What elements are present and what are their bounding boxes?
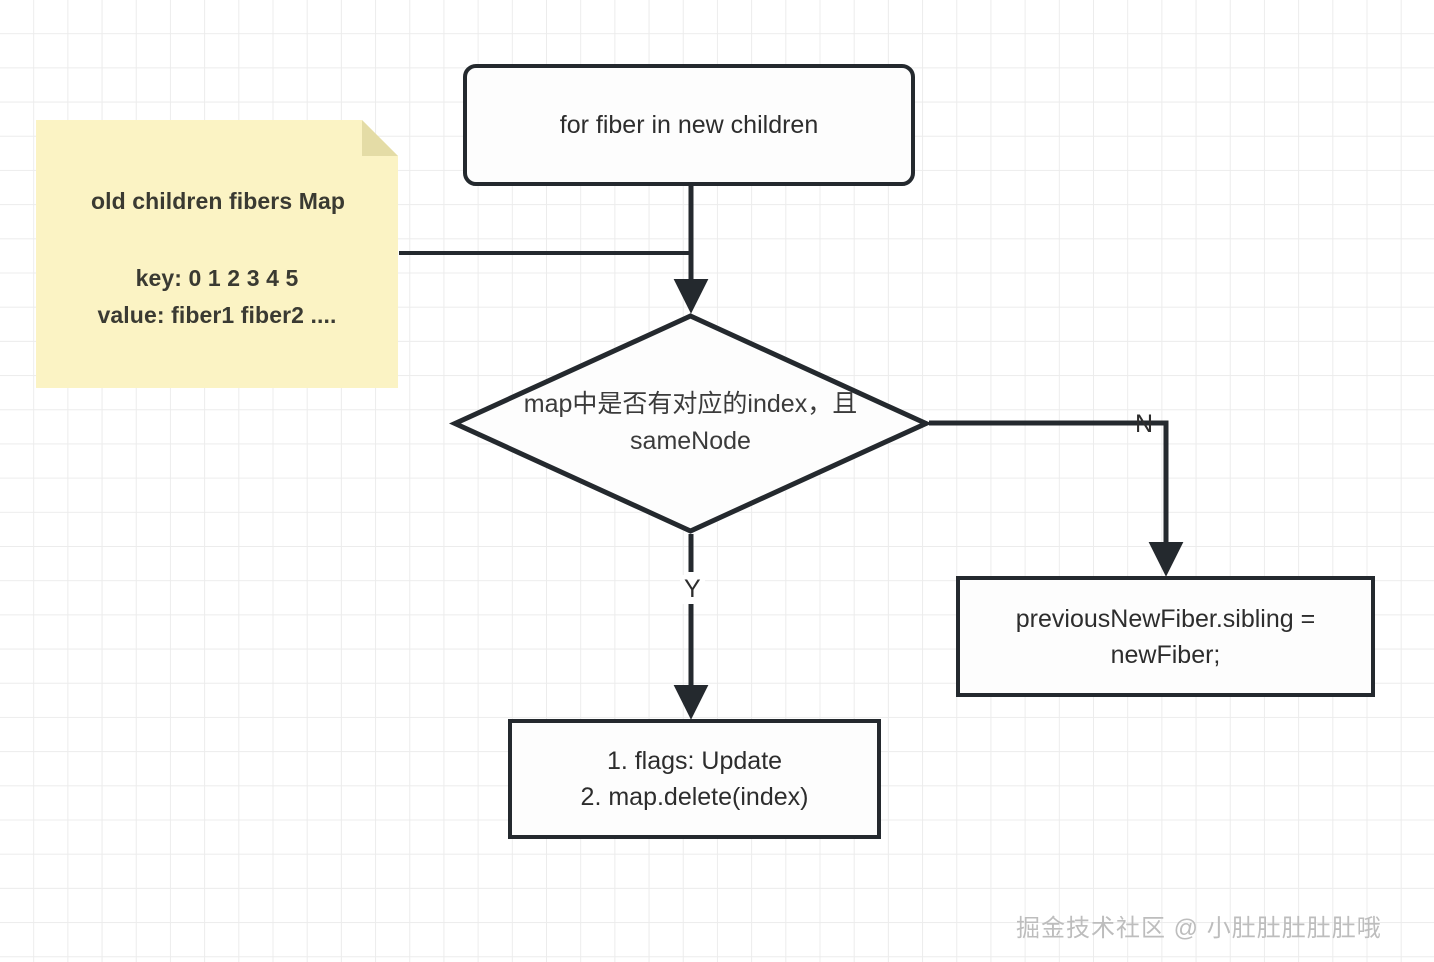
sticky-note-title: old children fibers Map	[90, 188, 346, 214]
edge-label-yes: Y	[680, 575, 705, 604]
node-previous-new-fiber-sibling-text: previousNewFiber.sibling = newFiber;	[1016, 601, 1315, 673]
node-for-loop[interactable]: for fiber in new children	[463, 64, 915, 186]
node-for-loop-label: for fiber in new children	[559, 111, 819, 139]
edge-decision-no	[929, 420, 1184, 577]
sticky-note-body	[36, 120, 398, 388]
decision-diamond-shape	[448, 313, 933, 534]
sticky-note-entries: key: 0 1 2 3 4 5 value: fiber1 fiber2 ..…	[36, 260, 398, 334]
edge-label-no: N	[1135, 410, 1154, 438]
node-decision-map-index-samenode[interactable]: map中是否有对应的index，且 sameNode	[448, 313, 933, 534]
node-previous-new-fiber-sibling[interactable]: previousNewFiber.sibling = newFiber;	[956, 576, 1375, 697]
sticky-note-text: old children fibers Map key: 0 1 2 3 4 5…	[36, 120, 398, 388]
node-sibling-line2: newFiber;	[1110, 640, 1221, 669]
node-sibling-line1: previousNewFiber.sibling =	[1015, 604, 1316, 633]
node-flags-update-line1: 1. flags: Update	[606, 747, 783, 775]
node-flags-update-text: 1. flags: Update 2. map.delete(index)	[581, 743, 809, 815]
watermark: 掘金技术社区 @ 小肚肚肚肚肚哦	[1016, 915, 1382, 942]
node-flags-update[interactable]: 1. flags: Update 2. map.delete(index)	[508, 719, 881, 839]
sticky-note-key-line: key: 0 1 2 3 4 5	[135, 265, 299, 291]
sticky-note-value-line: value: fiber1 fiber2 ....	[97, 302, 337, 328]
sticky-note-old-children-map: old children fibers Map key: 0 1 2 3 4 5…	[36, 120, 398, 388]
node-flags-update-line2: 2. map.delete(index)	[580, 783, 809, 811]
